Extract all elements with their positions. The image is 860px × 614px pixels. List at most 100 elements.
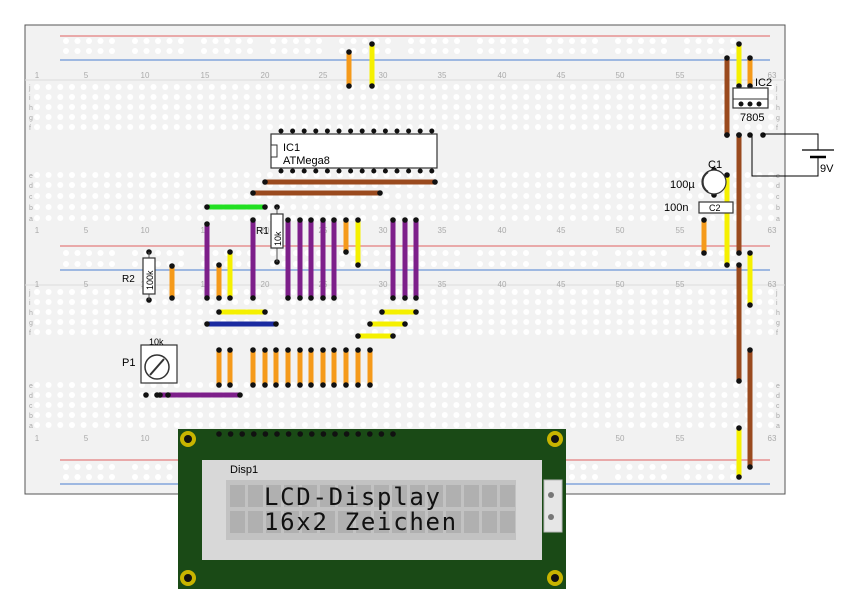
wire-end-pin <box>204 221 210 227</box>
wire-end-pin <box>402 321 408 327</box>
header-pin <box>274 431 280 437</box>
row-letter: a <box>29 216 33 223</box>
wire-end-pin <box>262 382 268 388</box>
wire-end-pin <box>285 295 291 301</box>
wire-end-pin <box>308 347 314 353</box>
wire-end-pin <box>343 217 349 223</box>
wire-end-pin <box>355 382 361 388</box>
row-letter: g <box>776 320 780 327</box>
wire-end-pin <box>331 295 337 301</box>
wire-end-pin <box>369 41 375 47</box>
wire-end-pin <box>297 347 303 353</box>
wire-end-pin <box>320 347 326 353</box>
column-number: 40 <box>498 226 507 235</box>
wire-end-pin <box>390 217 396 223</box>
wire-end-pin <box>250 295 256 301</box>
p1-ref-label: P1 <box>122 357 135 369</box>
wire-end-pin <box>285 347 291 353</box>
lcd-cell <box>482 485 497 507</box>
ic1-atmega8: IC1 ATMega8 <box>270 133 438 169</box>
lcd-cell <box>500 485 515 507</box>
lcd-mount-holes <box>180 431 563 586</box>
row-letter: a <box>776 216 780 223</box>
column-number: 35 <box>438 71 447 80</box>
row-letter: h <box>29 105 33 112</box>
lcd-cell <box>248 511 263 533</box>
row-letter: g <box>29 320 33 327</box>
wire-end-pin <box>367 321 373 327</box>
row-letter: g <box>776 115 780 122</box>
column-number: 45 <box>557 71 566 80</box>
wire-end-pin <box>747 83 753 89</box>
lcd-cell <box>392 511 407 533</box>
row-letter: f <box>776 125 778 132</box>
wire-end-pin <box>346 83 352 89</box>
battery-9v: 9V <box>751 133 834 177</box>
wire-end-pin <box>331 382 337 388</box>
lcd-cell <box>284 485 299 507</box>
row-letter: j <box>28 290 31 297</box>
c2-value-label: 100n <box>664 202 688 214</box>
row-letter: c <box>776 194 780 201</box>
lcd-cell <box>230 485 245 507</box>
ic1-value-label: ATMega8 <box>283 155 330 167</box>
row-letter: i <box>29 300 31 307</box>
c2-ref-label: C2 <box>709 203 721 213</box>
wire-end-pin <box>724 172 730 178</box>
wire-end-pin <box>736 474 742 480</box>
row-letter: g <box>29 115 33 122</box>
header-pin <box>343 431 350 437</box>
wire-end-pin <box>402 295 408 301</box>
row-letter: d <box>776 393 780 400</box>
header-pin <box>262 431 269 437</box>
row-letter: b <box>776 205 780 212</box>
column-number: 50 <box>616 434 625 443</box>
wire-end-pin <box>169 263 175 269</box>
column-number: 45 <box>557 226 566 235</box>
column-number: 15 <box>201 71 210 80</box>
wire-end-pin <box>331 347 337 353</box>
header-pin <box>239 431 245 437</box>
lcd-cell <box>482 511 497 533</box>
wire-end-pin <box>262 179 268 185</box>
wire-end-pin <box>346 49 352 55</box>
wire-end-pin <box>237 392 243 398</box>
row-letter: j <box>775 290 778 297</box>
wire-end-pin <box>747 347 753 353</box>
wire-end-pin <box>367 382 373 388</box>
header-pin <box>309 431 315 437</box>
wire-end-pin <box>343 249 349 255</box>
lcd-header-pins <box>216 431 396 437</box>
header-pin <box>285 431 292 437</box>
row-letter: a <box>29 423 33 430</box>
ic1-ref-label: IC1 <box>283 142 300 154</box>
r2-ref-label: R2 <box>122 274 135 285</box>
wire-end-pin <box>320 382 326 388</box>
wire-end-pin <box>747 55 753 61</box>
wire-end-pin <box>390 333 396 339</box>
lcd-line-1: LCD-Display <box>264 483 442 511</box>
column-number: 50 <box>616 71 625 80</box>
wire-end-pin <box>355 262 361 268</box>
header-pin <box>355 431 362 437</box>
wire-end-pin <box>355 347 361 353</box>
lcd-cell <box>446 485 461 507</box>
lcd-cell <box>410 511 425 533</box>
wire-end-pin <box>227 382 233 388</box>
p1-potentiometer: P1 10k <box>122 337 178 384</box>
lcd-display-module: Disp1 LCD-Display 16x2 Zeichen <box>178 429 566 589</box>
wire-end-pin <box>227 295 233 301</box>
wire-end-pin <box>367 347 373 353</box>
row-letter: i <box>776 95 778 102</box>
ic2-value-label: 7805 <box>740 112 764 124</box>
header-pin <box>320 431 327 437</box>
wire-end-pin <box>320 295 326 301</box>
column-number: 63 <box>768 71 777 80</box>
row-letter: c <box>776 403 780 410</box>
header-pin <box>297 431 304 437</box>
row-letter: e <box>29 173 33 180</box>
r1-value-label: 10k <box>273 231 283 246</box>
column-number: 1 <box>35 280 40 289</box>
